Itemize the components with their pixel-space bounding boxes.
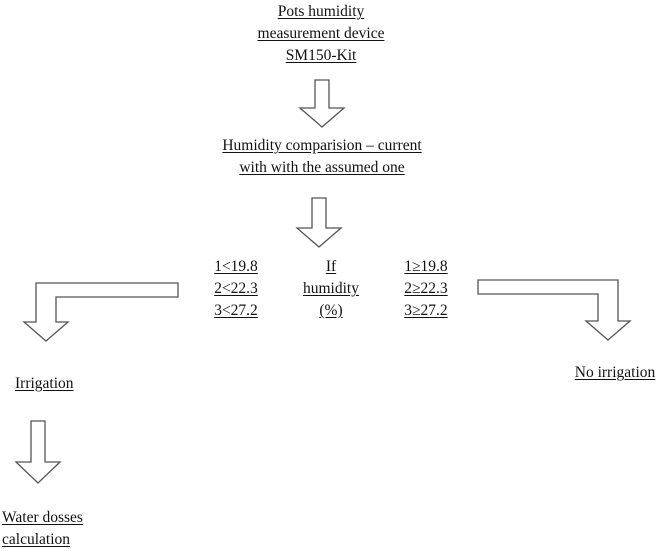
condition-line-1: If [325, 258, 337, 275]
no-irrigation-label: No irrigation [574, 364, 656, 381]
right-condition-1: 1≥19.8 [404, 258, 448, 275]
device-line-2: measurement device [257, 25, 385, 42]
device-line-1: Pots humidity [277, 3, 365, 20]
left-condition-3: 3<27.2 [214, 302, 258, 319]
left-conditions-node: 1<19.8 2<22.3 3<27.2 [196, 256, 276, 322]
device-line-3: SM150-Kit [285, 47, 357, 64]
water-node: Water dosses calculation [2, 507, 122, 551]
comparison-line-2: with with the assumed one [239, 159, 405, 176]
comparison-node: Humidity comparision – current with with… [182, 135, 462, 179]
arrow-device-to-comparison [298, 79, 346, 128]
right-condition-3: 3≥27.2 [404, 302, 448, 319]
no-irrigation-node: No irrigation [562, 362, 668, 384]
arrow-irrigation-to-water [14, 420, 62, 484]
water-line-1: Water dosses [2, 509, 83, 526]
right-conditions-node: 1≥19.8 2≥22.3 3≥27.2 [386, 256, 466, 322]
arrow-condition-to-irrigation [22, 282, 179, 342]
device-node: Pots humidity measurement device SM150-K… [221, 1, 421, 67]
arrow-comparison-to-condition [295, 197, 343, 248]
left-condition-2: 2<22.3 [214, 280, 258, 297]
left-condition-1: 1<19.8 [214, 258, 258, 275]
comparison-line-1: Humidity comparision – current [222, 137, 422, 154]
condition-line-2: humidity [303, 280, 359, 297]
irrigation-node: Irrigation [15, 373, 105, 395]
arrow-condition-to-no-irrigation [477, 279, 632, 341]
condition-node: If humidity (%) [291, 256, 371, 322]
irrigation-label: Irrigation [15, 375, 74, 392]
water-line-2: calculation [2, 531, 70, 548]
right-condition-2: 2≥22.3 [404, 280, 448, 297]
condition-line-3: (%) [319, 302, 343, 319]
